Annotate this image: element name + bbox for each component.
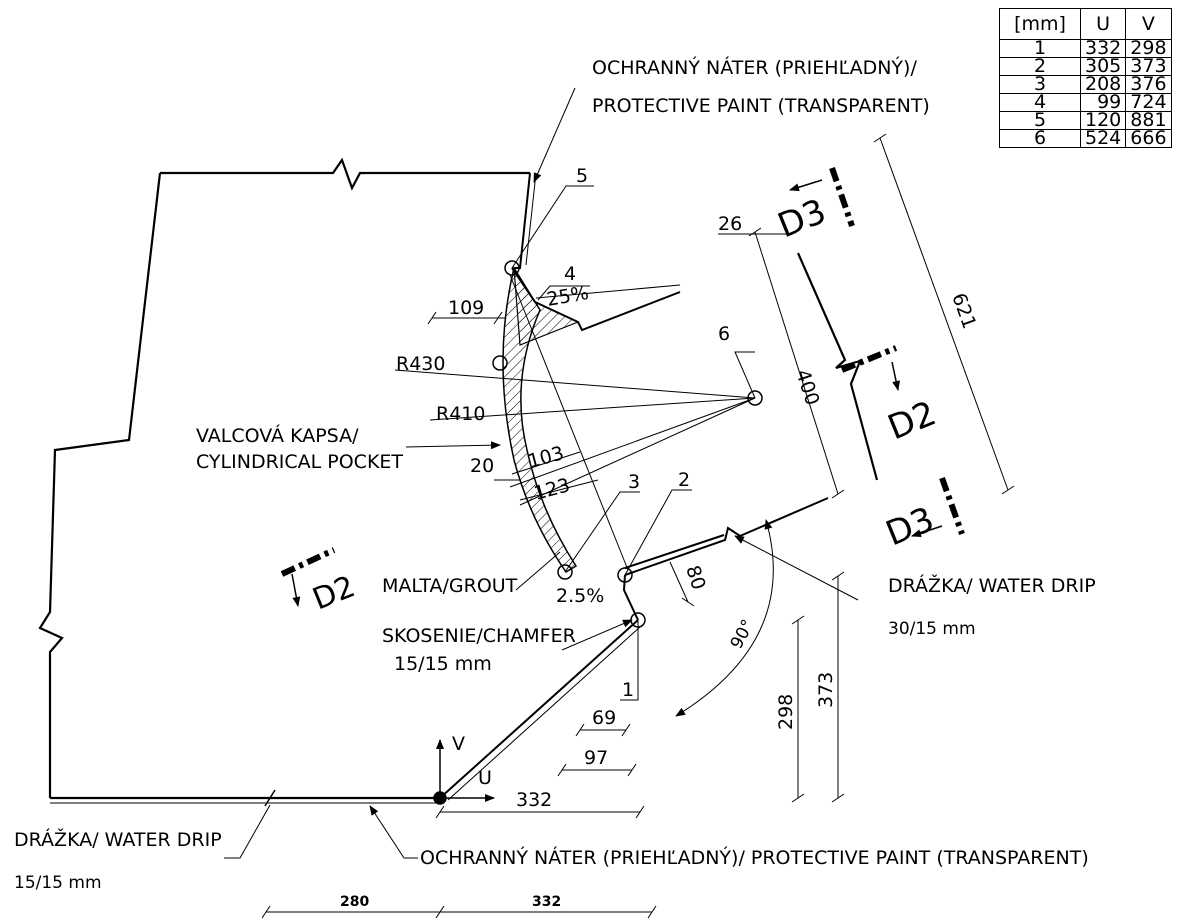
table-header-u: U (1079, 8, 1127, 40)
table-row: 4 99 724 (999, 93, 1172, 112)
point-label-4: 4 (564, 263, 576, 285)
paint-top-label-1: OCHRANNÝ NÁTER (PRIEHĽADNÝ)/ (592, 56, 917, 79)
dim-80: 80 (681, 563, 709, 593)
chamfer-label-1: SKOSENIE/CHAMFER (382, 625, 576, 647)
paint-bottom-label: OCHRANNÝ NÁTER (PRIEHĽADNÝ)/ PROTECTIVE … (420, 846, 1089, 869)
paint-bottom-leader (369, 805, 418, 859)
paint-top-label-2: PROTECTIVE PAINT (TRANSPARENT) (592, 95, 930, 117)
dim-20: 20 (470, 455, 494, 477)
point-marker-2 (617, 567, 633, 583)
dim-r410: R410 (436, 403, 485, 425)
drip-left-leader (224, 804, 271, 859)
table-row: 2 305 373 (999, 57, 1172, 76)
table-row: 6 524 666 (999, 129, 1172, 148)
pocket-leader (405, 441, 501, 450)
grout-leader (515, 551, 561, 591)
paint-top-leader (533, 87, 576, 183)
point-marker-3 (557, 564, 573, 580)
chamfer-leader (561, 619, 633, 651)
section-marker-d3-top: D3 (772, 167, 855, 246)
drip-right-label-2: 30/15 mm (888, 619, 976, 639)
point-label-3: 3 (628, 471, 640, 493)
point-label-5: 5 (576, 165, 588, 187)
dim-373: 373 (815, 672, 837, 708)
point-label-6: 6 (718, 323, 730, 345)
radius-lines (394, 274, 756, 571)
table-cell-v: 666 (1125, 129, 1172, 148)
point-marker-5 (504, 260, 520, 276)
section-label-d2-right: D2 (882, 393, 941, 448)
dimension-lines (261, 133, 1015, 919)
table-header-mm: [mm] (999, 8, 1081, 40)
dim-621: 621 (947, 290, 980, 332)
dim-26: 26 (718, 213, 742, 235)
slope-face (439, 619, 641, 801)
section-label-d3-top: D3 (772, 191, 831, 246)
table-cell-point: 6 (999, 129, 1081, 148)
grout-label: MALTA/GROUT (382, 575, 518, 597)
pocket-label-1: VALCOVÁ KAPSA/ (196, 424, 359, 447)
dim-298: 298 (775, 694, 797, 730)
dim-332: 332 (516, 789, 552, 811)
dim-r430: R430 (396, 353, 445, 375)
bottom-face (50, 789, 440, 807)
dim-123: 123 (532, 474, 573, 505)
drip-right-label-1: DRÁŽKA/ WATER DRIP (888, 574, 1096, 597)
section-marker-d2-right: D2 (840, 345, 942, 448)
dim-base-280: 280 (340, 894, 369, 910)
table-cell-v: 373 (1125, 57, 1172, 76)
point-label-2: 2 (678, 469, 690, 491)
chamfer-label-2: 15/15 mm (394, 653, 492, 675)
wall-outline (38, 157, 530, 798)
point-marker-4 (492, 355, 508, 371)
uv-axes (436, 739, 495, 802)
dim-slope-2-5: 2.5% (556, 585, 604, 607)
dim-109: 109 (448, 297, 484, 319)
right-face (622, 497, 829, 621)
table-cell-u: 524 (1079, 129, 1127, 148)
drip-right-leader (734, 535, 859, 601)
axis-u-label: U (478, 767, 492, 789)
table-cell-v: 724 (1125, 93, 1172, 112)
section-marker-d3-bottom: D3 (880, 476, 965, 554)
dim-base-332: 332 (532, 894, 561, 910)
table-header-v: V (1125, 8, 1172, 40)
section-label-d3-bottom: D3 (880, 499, 939, 554)
section-marker-d2-left: D2 (280, 547, 360, 617)
table-cell-point: 4 (999, 93, 1081, 112)
point-marker-6 (747, 390, 763, 406)
point-label-1: 1 (622, 679, 634, 701)
drip-left-label-1: DRÁŽKA/ WATER DRIP (14, 828, 222, 851)
table-row: 1 332 298 (999, 39, 1172, 58)
section-label-d2-left: D2 (308, 569, 360, 617)
dim-97: 97 (584, 747, 608, 769)
coordinate-table: [mm] U V 1 332 298 2 305 373 3 208 376 4… (999, 8, 1172, 148)
dim-angle: 90° (727, 616, 759, 652)
table-cell-point: 2 (999, 57, 1081, 76)
dim-400: 400 (791, 367, 823, 408)
table-cell-u: 120 (1079, 111, 1127, 130)
pocket-label-2: CYLINDRICAL POCKET (196, 451, 403, 473)
point-leaders (511, 185, 756, 701)
table-cell-u: 332 (1079, 39, 1127, 58)
dim-69: 69 (592, 707, 616, 729)
drip-left-label-2: 15/15 mm (14, 873, 102, 893)
axis-v-label: V (452, 733, 465, 755)
table-header-row: [mm] U V (999, 8, 1172, 40)
